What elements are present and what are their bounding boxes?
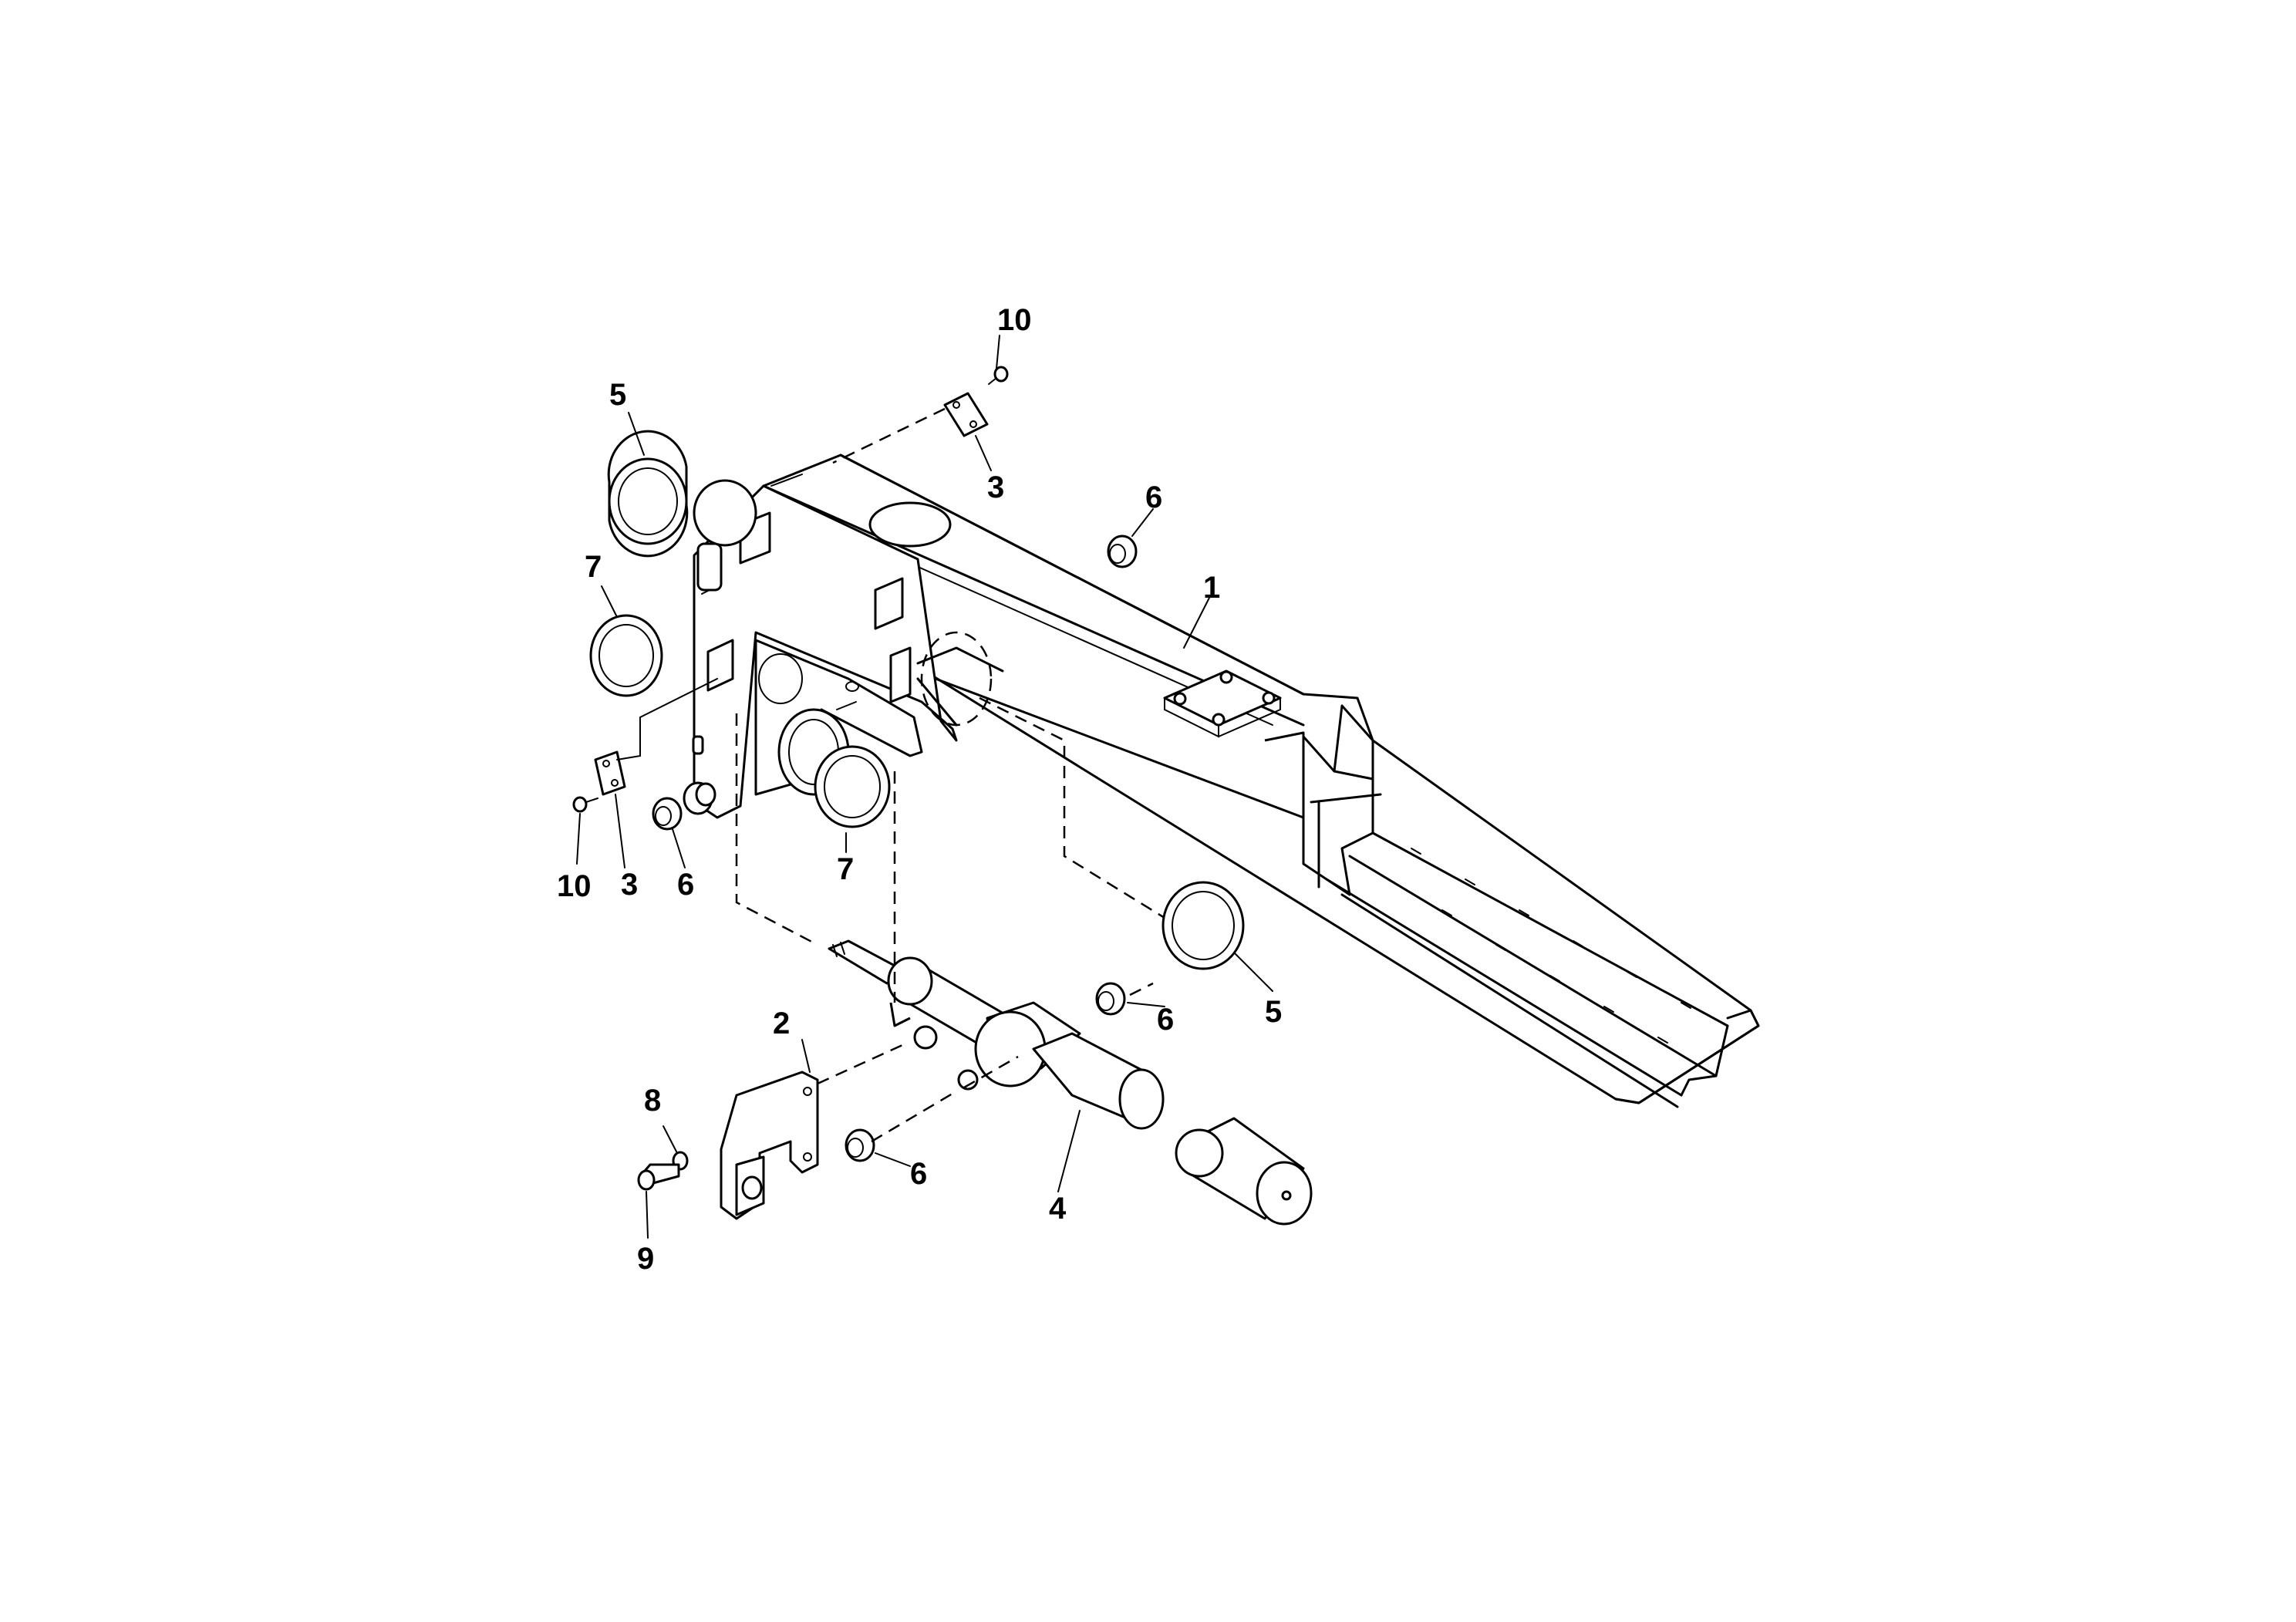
callout-7-upper: 7	[585, 550, 602, 584]
bushing-5-upper	[607, 430, 689, 558]
callout-6-left: 6	[677, 868, 694, 902]
assembly-lines	[735, 696, 1165, 1143]
spacer-6-left	[652, 797, 683, 831]
bolt-9	[637, 1163, 680, 1191]
callout-9: 9	[637, 1242, 654, 1276]
callout-10-left: 10	[557, 869, 592, 903]
callout-6-top: 6	[1145, 481, 1162, 514]
pin-detached	[1175, 1117, 1313, 1226]
spacer-6-cyl-bottom	[845, 1128, 875, 1162]
callout-6-cyl-top: 6	[1157, 1003, 1174, 1037]
callout-7-lower: 7	[837, 852, 854, 886]
plate-3-left	[594, 678, 718, 796]
callout-4: 4	[1049, 1192, 1067, 1226]
frame-assembly	[683, 454, 1760, 1108]
screw-10-left	[572, 796, 598, 813]
callout-10-top: 10	[997, 303, 1032, 337]
plate-3-top	[832, 392, 989, 464]
spacer-6-top	[1107, 534, 1138, 568]
hydraulic-cylinder	[828, 939, 1165, 1130]
bushing-5-lower	[1161, 881, 1245, 970]
callout-8: 8	[644, 1084, 661, 1118]
screw-10-top	[988, 366, 1009, 385]
bushing-7-lower	[814, 745, 891, 828]
callout-6-cyl-bottom: 6	[910, 1157, 927, 1191]
callout-5-top: 5	[609, 378, 626, 412]
bracket-2	[720, 1044, 903, 1220]
bushing-7-upper	[589, 614, 663, 697]
callout-3-top: 3	[987, 470, 1004, 504]
callout-1: 1	[1203, 571, 1220, 605]
callout-2: 2	[773, 1007, 790, 1040]
leader-lines	[576, 335, 1273, 1239]
spacer-6-cyl-top	[1095, 982, 1126, 1016]
callout-5-bottom: 5	[1265, 995, 1282, 1029]
callouts: 1 2 3 3 4 5 5 6 6 6 6 7 7 8 9 10 10	[557, 303, 1282, 1276]
callout-3-left: 3	[621, 868, 638, 902]
